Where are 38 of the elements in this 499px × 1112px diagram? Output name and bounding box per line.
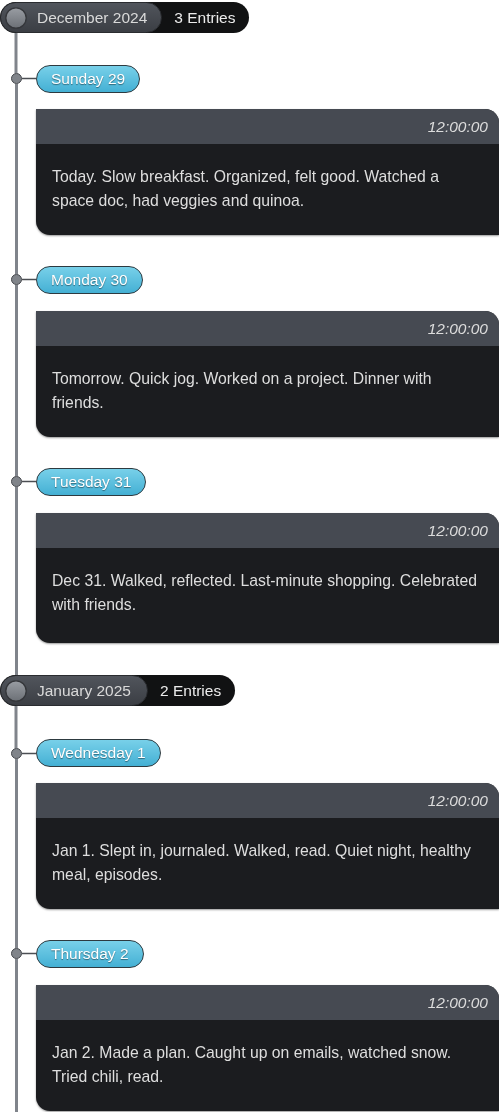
entry-time: 12:00:00 — [427, 117, 488, 137]
timeline-dot-icon — [11, 948, 22, 959]
timeline-dot-icon — [11, 748, 22, 759]
timeline-line — [15, 84, 18, 274]
entry-text: Jan 2. Made a plan. Caught up on emails, watched snow. Tried chili, read. — [51, 1043, 453, 1087]
month-label: December 2024 — [37, 8, 148, 27]
entry-text: Jan 1. Slept in, journaled. Walked, read. Quiet night, healthy meal, episodes. — [51, 841, 472, 885]
date-tag: Thursday 2 — [36, 940, 144, 968]
timeline-line — [15, 759, 18, 948]
date-tag: Monday 30 — [36, 266, 143, 294]
date-tag: Sunday 29 — [36, 65, 141, 93]
timeline-line — [15, 959, 18, 1112]
timeline-line — [15, 285, 18, 476]
timeline-line — [14, 706, 18, 748]
entry-text: Dec 31. Walked, reflected. Last-minute shopping. Celebrated with friends. — [51, 571, 478, 615]
entry-count: 2 Entries — [160, 681, 222, 700]
entry-card — [36, 985, 499, 1111]
month-header — [0, 675, 236, 706]
timeline-dot-icon — [11, 73, 22, 84]
entry-text: Today. Slow breakfast. Organized, felt good. Watched a space doc, had veggies and quinoa. — [51, 167, 440, 211]
date-tag: Tuesday 31 — [36, 468, 147, 496]
entry-text: Tomorrow. Quick jog. Worked on a project. Dinner with friends. — [51, 369, 433, 413]
entry-time: 12:00:00 — [427, 521, 488, 541]
date-tag: Wednesday 1 — [36, 739, 161, 767]
timeline-line — [15, 487, 18, 675]
entry-time: 12:00:00 — [427, 993, 488, 1013]
entry-time: 12:00:00 — [427, 791, 488, 811]
timeline-line — [14, 33, 18, 73]
timeline-dot-icon — [11, 274, 22, 285]
month-label: January 2025 — [37, 681, 131, 700]
month-header — [0, 2, 250, 33]
entry-card — [36, 311, 499, 437]
entry-time: 12:00:00 — [427, 319, 488, 339]
entry-card — [36, 109, 499, 235]
entry-card — [36, 513, 499, 643]
timeline-dot-icon — [11, 476, 22, 487]
entry-count: 3 Entries — [174, 8, 236, 27]
entry-card — [36, 783, 499, 909]
